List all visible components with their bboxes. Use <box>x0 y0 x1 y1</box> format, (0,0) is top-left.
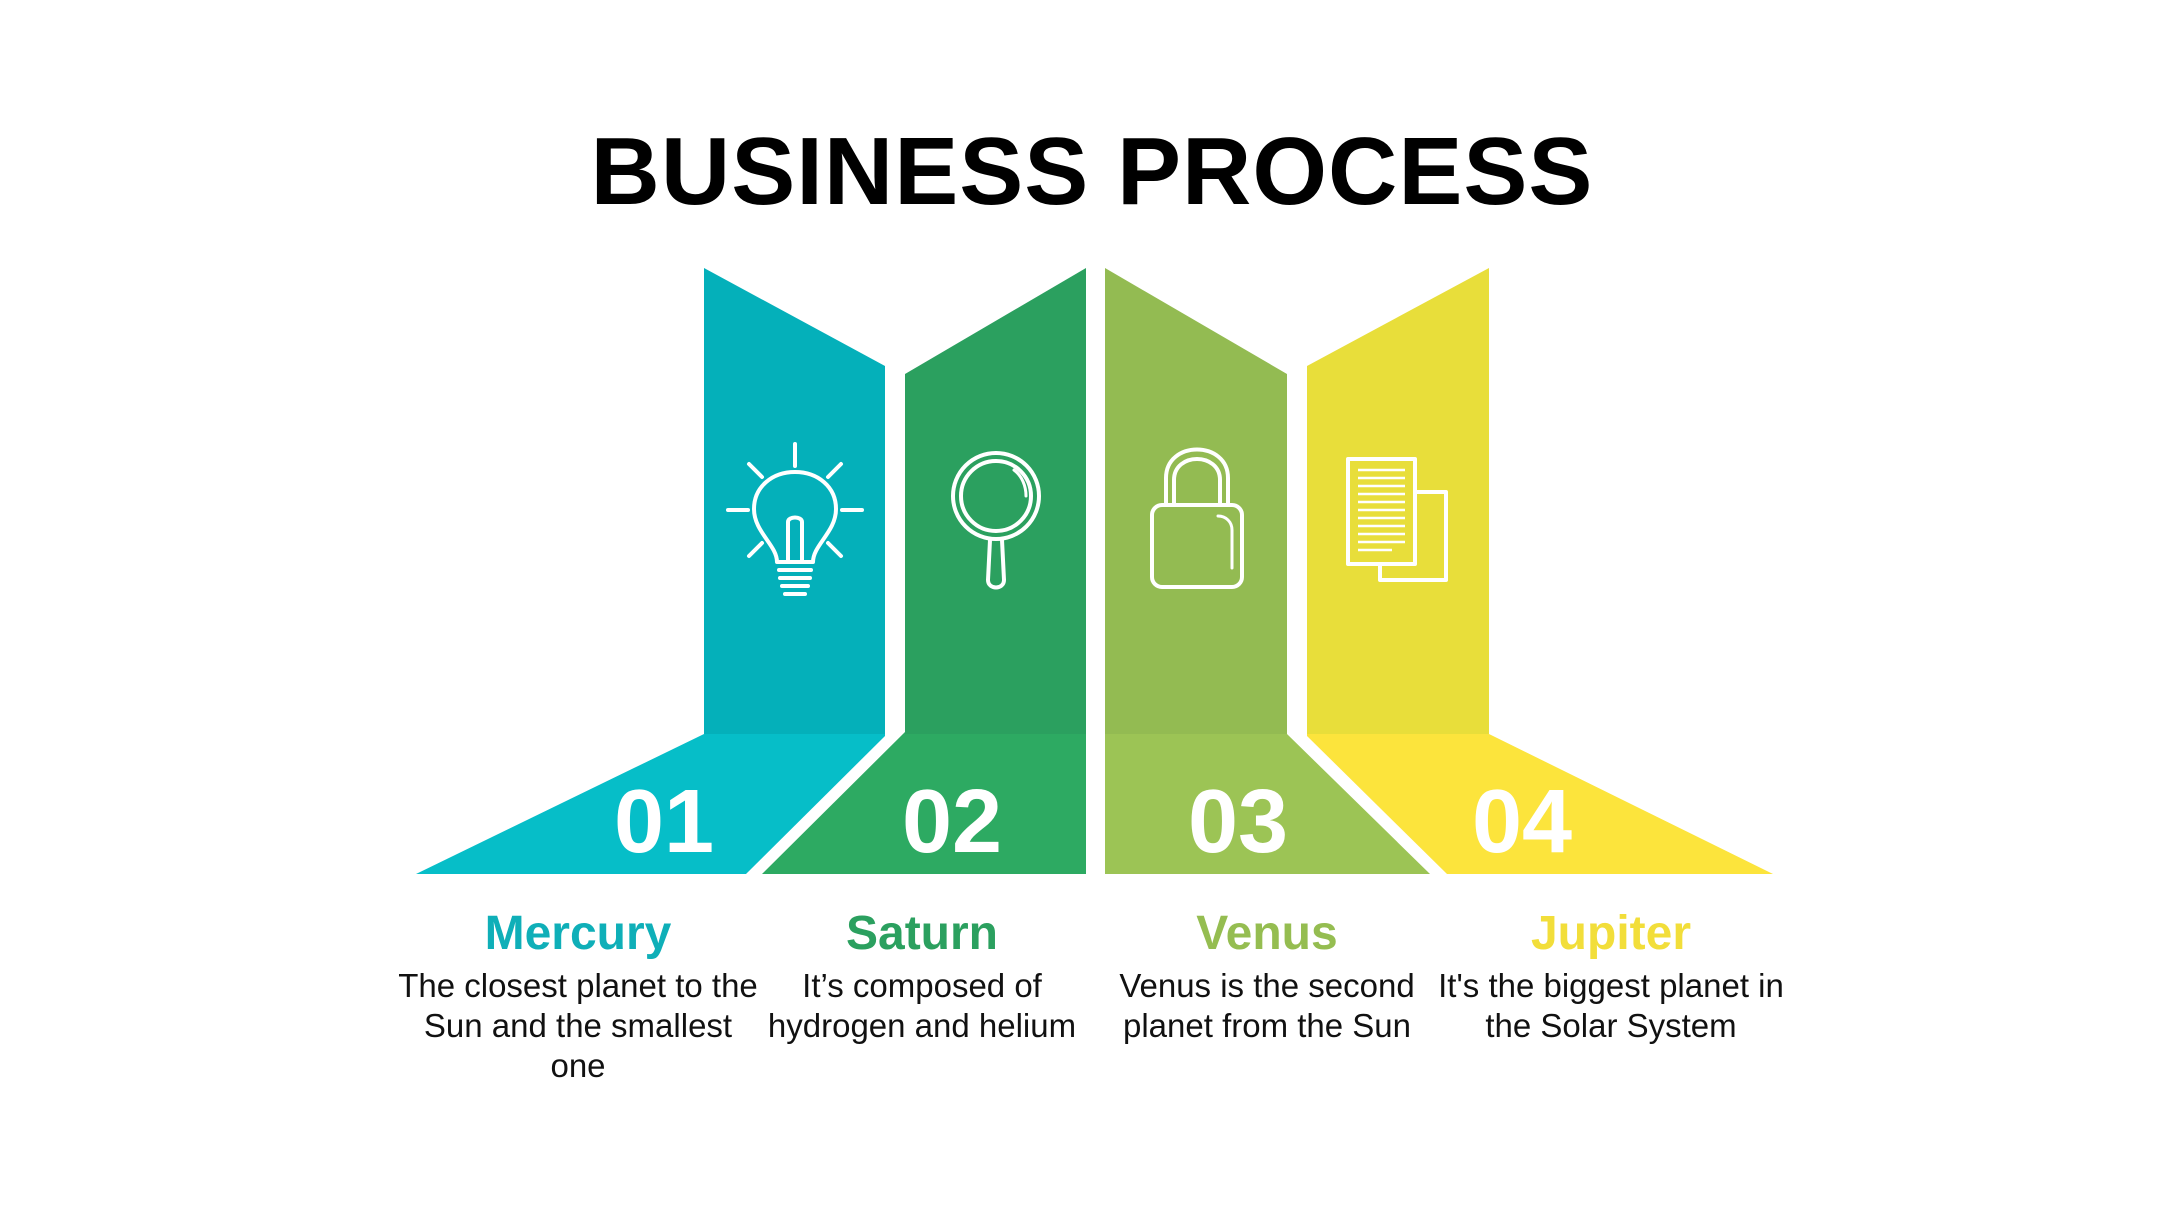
step-1-upper-panel <box>704 268 885 734</box>
step-3-number: 03 <box>1188 772 1288 872</box>
step-3-name: Venus <box>1196 907 1338 960</box>
documents-icon <box>1346 457 1448 582</box>
step-1-name: Mercury <box>484 907 672 960</box>
step-2-upper-panel <box>905 268 1086 734</box>
step-1-base-panel <box>416 734 885 874</box>
magnifier-icon <box>951 451 1041 590</box>
step-3-base-panel <box>1105 734 1430 874</box>
step-3-upper-panel <box>1105 268 1287 734</box>
step-2-number: 02 <box>902 772 1002 872</box>
step-1-description: The closest planet to the Sun and the sm… <box>398 967 758 1084</box>
step-2-description: It’s composed of hydrogen and helium <box>767 967 1077 1044</box>
step-2-name: Saturn <box>845 907 998 960</box>
lightbulb-icon <box>726 442 864 596</box>
step-4-number: 04 <box>1472 772 1572 872</box>
padlock-icon <box>1150 447 1244 589</box>
step-3-description: Venus is the second planet from the Sun <box>1119 967 1415 1044</box>
page-title: BUSINESS PROCESS <box>590 118 1594 225</box>
step-4-base-panel <box>1307 734 1773 874</box>
step-4-name: Jupiter <box>1530 907 1692 960</box>
step-2-base-panel <box>762 732 1086 874</box>
step-4-description: It's the biggest planet in the Solar Sys… <box>1438 967 1784 1044</box>
step-1-number: 01 <box>614 772 714 872</box>
